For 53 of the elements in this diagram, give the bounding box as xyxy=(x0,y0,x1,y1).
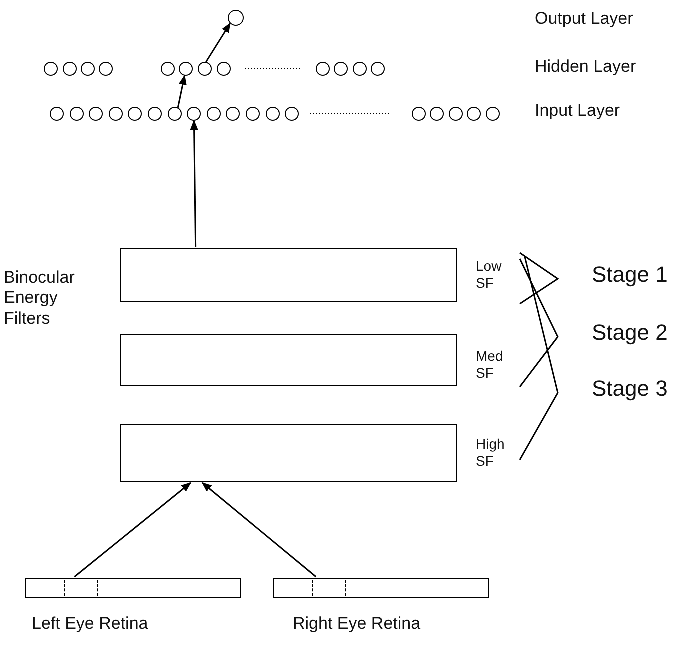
arrow xyxy=(202,482,317,578)
neuron-circle xyxy=(430,107,444,121)
neuron-circle xyxy=(148,107,162,121)
neuron-circle xyxy=(467,107,481,121)
arrow xyxy=(206,22,231,62)
layer-label: Input Layer xyxy=(535,101,620,122)
neuron-circle xyxy=(217,62,231,76)
neuron-circle xyxy=(187,107,202,121)
neuron-circle xyxy=(228,10,244,26)
neuron-circle xyxy=(81,62,95,76)
filter-box xyxy=(120,424,457,482)
neuron-circle xyxy=(371,62,385,76)
layer-label: Hidden Layer xyxy=(535,57,636,78)
band-label: Low SF xyxy=(476,258,503,292)
arrow xyxy=(177,74,187,108)
neuron-circle xyxy=(161,62,175,76)
neuron-circle xyxy=(89,107,104,121)
neuron-circle xyxy=(179,62,193,76)
neuron-circle xyxy=(44,62,58,76)
neuron-circle xyxy=(246,107,260,121)
neuron-circle xyxy=(486,107,500,121)
neuron-circle xyxy=(168,107,182,121)
filter-box xyxy=(120,334,457,386)
neuron-circle xyxy=(449,107,463,121)
neuron-circle xyxy=(412,107,426,121)
neuron-circle xyxy=(316,62,330,76)
stage-label: Stage 3 xyxy=(592,376,668,402)
neuron-circle xyxy=(99,62,113,76)
neuron-circle xyxy=(198,62,212,76)
retina-bar xyxy=(273,578,489,598)
band-label: High SF xyxy=(476,436,506,470)
stage-label: Stage 1 xyxy=(592,262,668,288)
retina-label: Left Eye Retina xyxy=(32,614,148,634)
group-label: Binocular Energy Filters xyxy=(4,268,76,330)
neuron-circle xyxy=(266,107,280,121)
retina-bar xyxy=(25,578,241,598)
arrow xyxy=(190,120,198,248)
neuron-circle xyxy=(63,62,77,76)
band-label: Med SF xyxy=(476,348,504,382)
layer-label: Output Layer xyxy=(535,9,634,30)
neuron-circle xyxy=(226,107,240,121)
filter-box xyxy=(120,248,457,302)
retina-label: Right Eye Retina xyxy=(293,614,421,634)
neuron-circle xyxy=(334,62,348,76)
stage-label: Stage 2 xyxy=(592,320,668,346)
arrow xyxy=(74,482,192,578)
neuron-circle xyxy=(108,107,123,121)
neuron-circle xyxy=(285,107,300,121)
neuron-circle xyxy=(70,107,84,121)
neuron-circle xyxy=(50,107,64,121)
neuron-circle xyxy=(353,62,367,76)
neuron-circle xyxy=(206,107,221,121)
neuron-circle xyxy=(128,107,142,121)
